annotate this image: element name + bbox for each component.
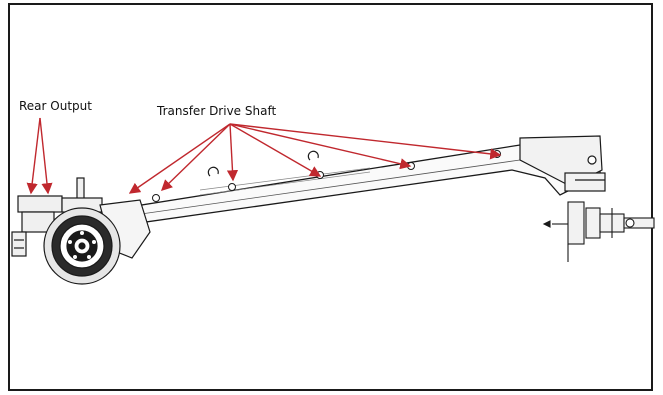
rear-output-arrows	[26, 117, 53, 195]
lift-eyes	[207, 150, 319, 177]
transfer-drive-shaft-label: Transfer Drive Shaft	[157, 104, 277, 118]
rear-output-label: Rear Output	[19, 99, 92, 113]
rear-output-housing	[11, 177, 103, 257]
transfer-drive-shaft-arrows	[128, 123, 502, 194]
diagram-frame	[8, 3, 653, 391]
gearbox-head	[519, 135, 606, 192]
spindle-assembly	[542, 201, 655, 262]
wheel	[43, 207, 121, 285]
